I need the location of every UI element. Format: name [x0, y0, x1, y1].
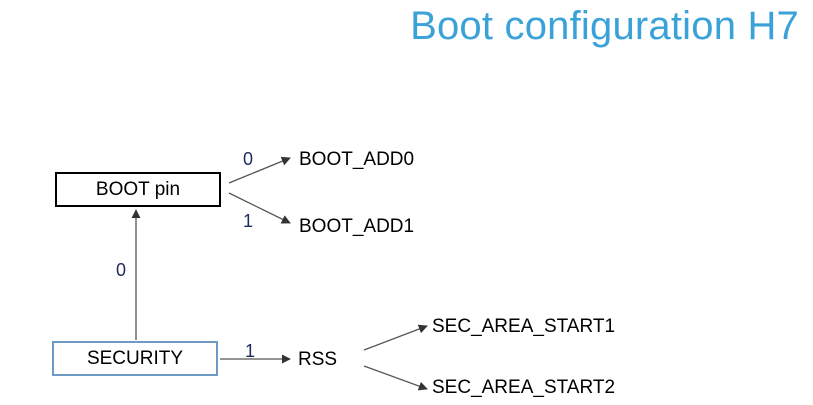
arrow-rss-to-sec-area-start1 — [363, 324, 428, 351]
arrow-boot-pin-to-boot-add0 — [228, 156, 291, 184]
boot-pin-label: BOOT pin — [95, 178, 181, 200]
sec-area-start2-label: SEC_AREA_START2 — [432, 377, 616, 398]
boot-pin-box: BOOT pin — [55, 172, 221, 207]
edge-label-security-to-boot: 0 — [116, 260, 127, 280]
edge-label-security-to-rss: 1 — [245, 341, 256, 361]
arrow-rss-to-sec-area-start2 — [363, 365, 428, 391]
boot-add1-label: BOOT_ADD1 — [299, 216, 415, 237]
sec-area-start1-label: SEC_AREA_START1 — [432, 316, 616, 337]
boot-add0-label: BOOT_ADD0 — [299, 149, 415, 170]
edge-label-boot-to-add1: 1 — [243, 211, 254, 231]
rss-label: RSS — [298, 349, 338, 370]
security-label: SECURITY — [86, 347, 184, 369]
edge-label-boot-to-add0: 0 — [243, 149, 254, 169]
security-box: SECURITY — [52, 341, 218, 376]
page-title: Boot configuration H7 — [410, 4, 799, 48]
arrow-boot-pin-to-boot-add1 — [228, 192, 291, 224]
